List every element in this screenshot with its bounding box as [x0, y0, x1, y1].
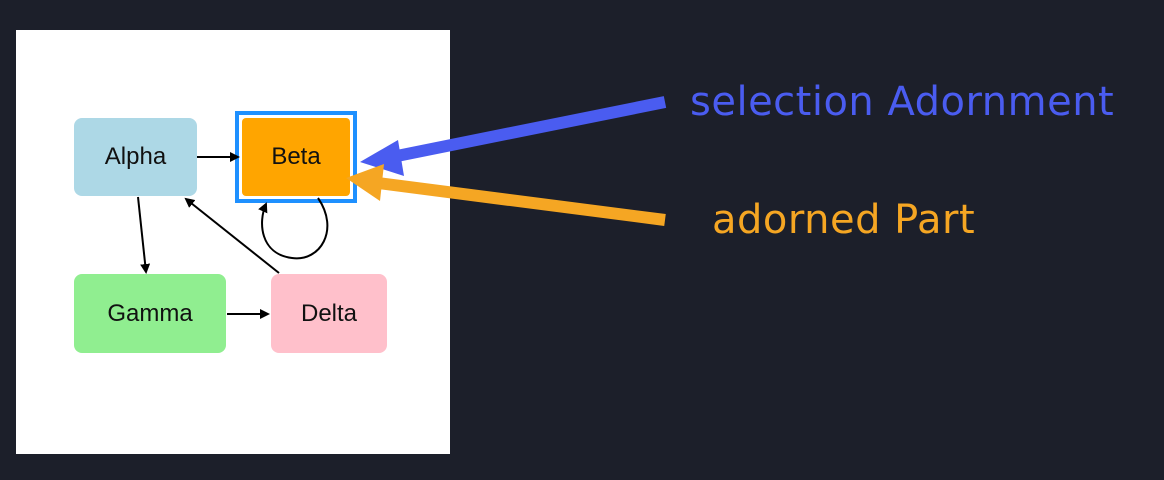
node-beta[interactable]: Beta	[242, 118, 350, 196]
node-alpha-label: Alpha	[104, 143, 167, 170]
adorned-callout-arrow-shaft	[377, 177, 666, 226]
link-alpha-gamma	[137, 196, 151, 274]
node-gamma[interactable]: Gamma	[74, 274, 226, 353]
node-alpha[interactable]: Alpha	[74, 118, 197, 196]
link-beta-beta-loop	[258, 197, 329, 260]
link-delta-alpha	[184, 197, 280, 274]
node-beta-label: Beta	[271, 143, 321, 170]
selection-callout-arrow-head	[360, 140, 404, 176]
selection-callout-arrow-shaft	[390, 96, 667, 163]
diagram-canvas[interactable]: Alpha Beta Gamma Delta	[16, 30, 450, 454]
node-delta-label: Delta	[300, 299, 358, 327]
selection-adornment-callout: selection Adornment	[690, 79, 1115, 125]
node-delta[interactable]: Delta	[271, 274, 387, 353]
adorned-part-callout: adorned Part	[712, 197, 976, 243]
adorned-callout-arrow-head	[346, 164, 384, 201]
node-gamma-label: Gamma	[107, 299, 193, 327]
